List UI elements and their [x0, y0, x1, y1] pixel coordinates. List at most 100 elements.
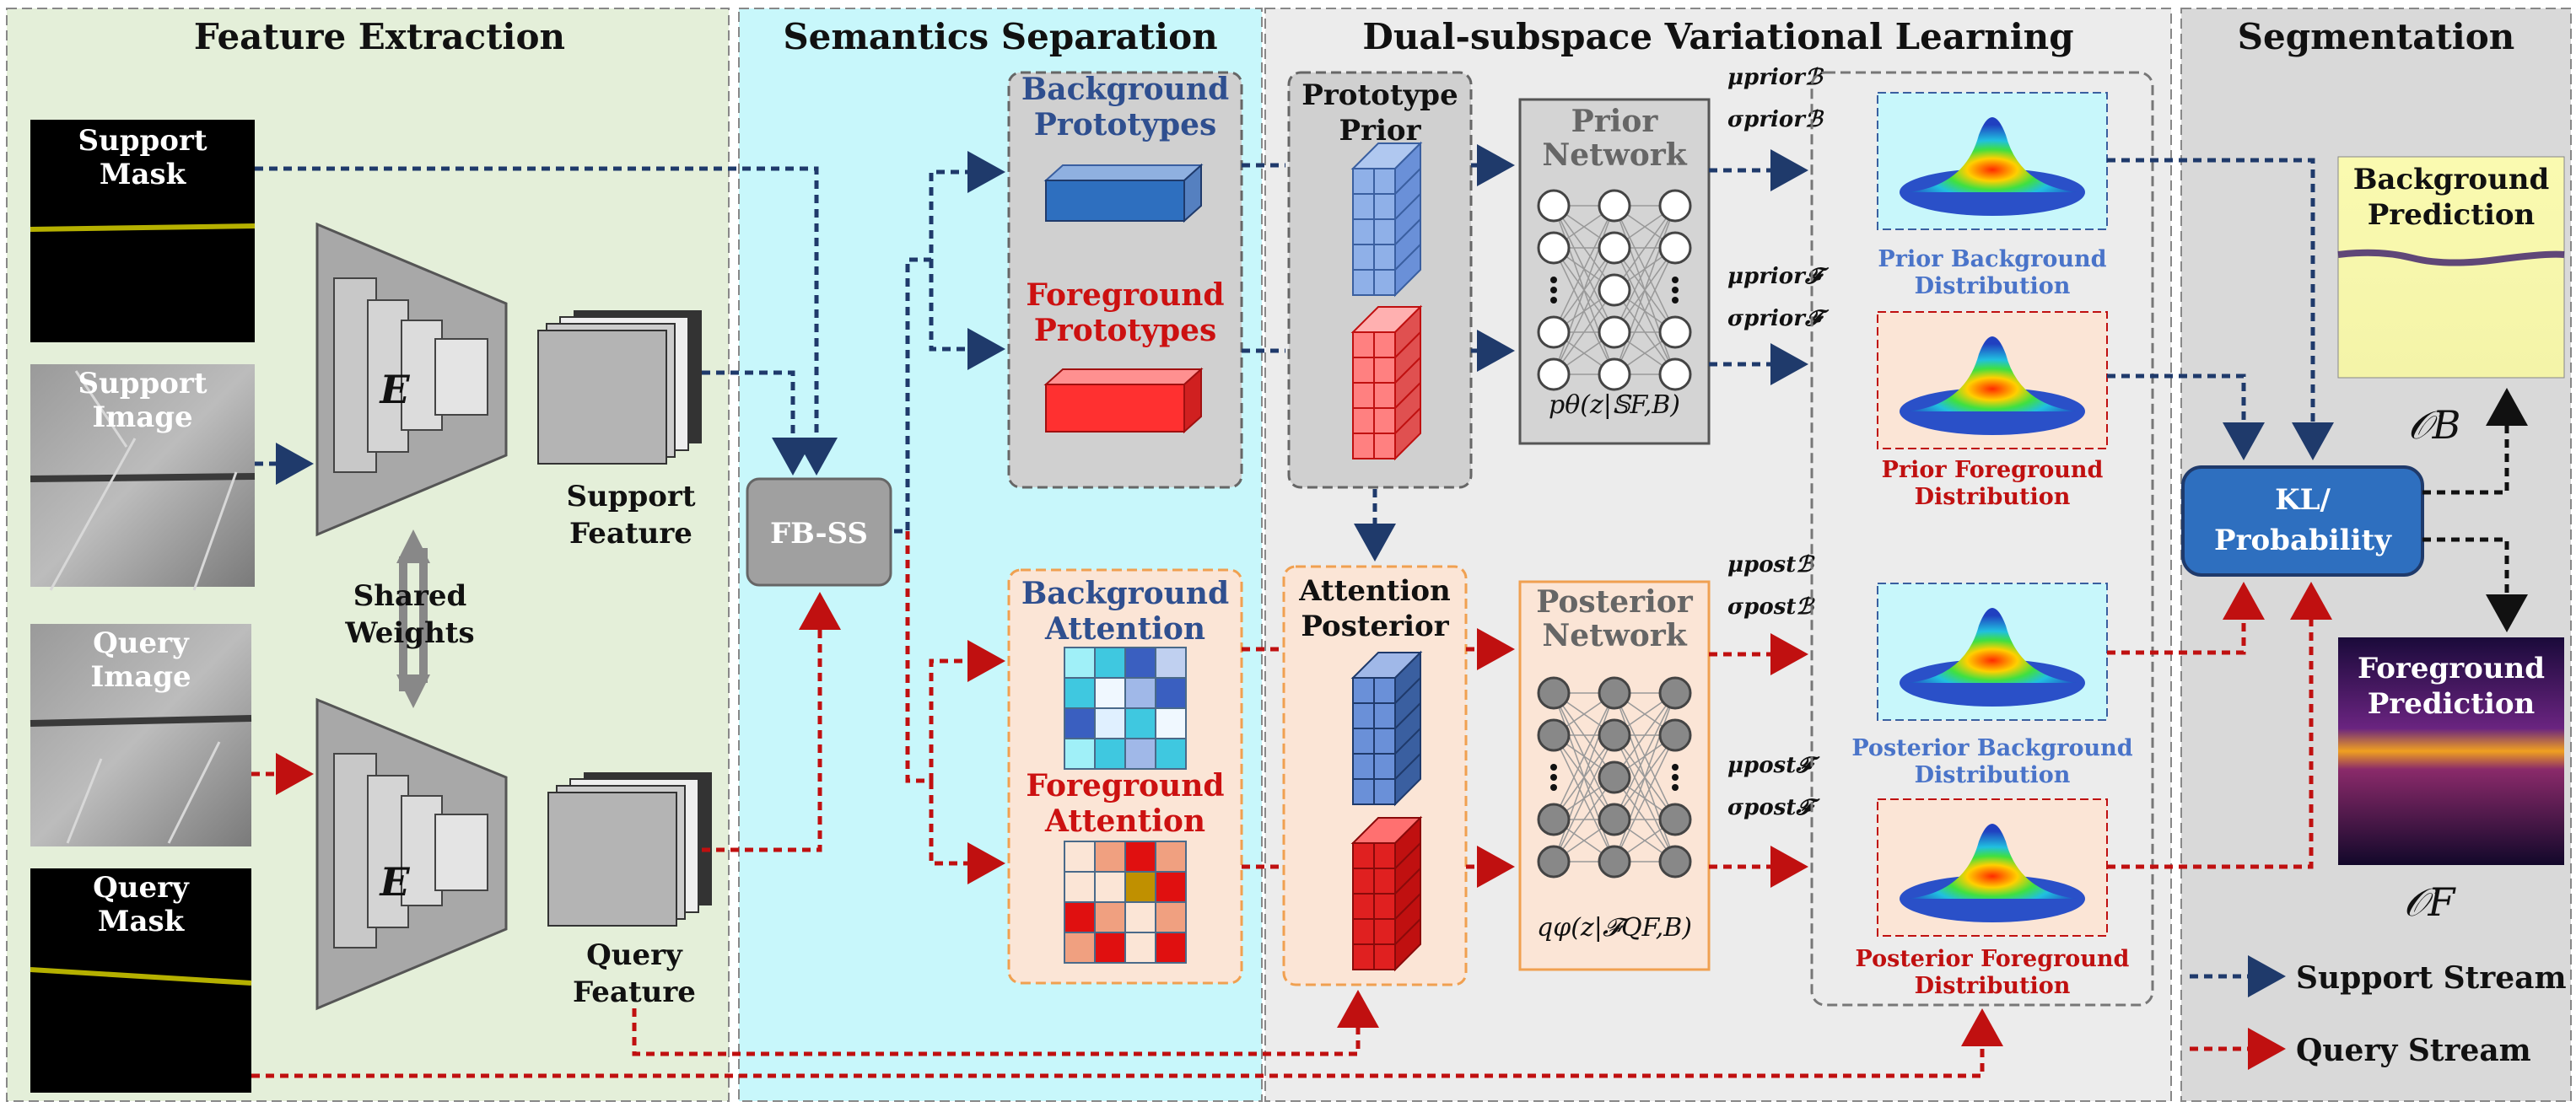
- prototype-prior-label: Prior: [1339, 114, 1422, 148]
- prototypes-group: Background Prototypes Foreground Prototy…: [1007, 71, 1243, 489]
- query-image-label: Query: [93, 626, 190, 660]
- posterior-network-graph: [1537, 676, 1692, 879]
- fg-pred-label: Foreground: [2358, 652, 2545, 685]
- background-prediction: Background Prediction 𝒪B: [2337, 156, 2565, 448]
- encoder-symbol: E: [378, 859, 410, 905]
- query-image-label: Image: [90, 660, 191, 694]
- encoder-symbol: E: [378, 367, 410, 412]
- support-feature-label: Support: [566, 480, 695, 513]
- network-node: [1537, 718, 1571, 752]
- prior-fg-dist-label: Prior Foreground: [1882, 457, 2104, 483]
- attention-cell: [1155, 647, 1187, 679]
- prior-bg-cube: [1350, 141, 1423, 298]
- kl-label: Probability: [2214, 524, 2392, 557]
- query-feature-label: Feature: [573, 975, 696, 1009]
- panel-title: Segmentation: [2238, 16, 2515, 57]
- fg-attention-label: Attention: [1044, 803, 1205, 839]
- support-image-label: Image: [92, 400, 192, 434]
- fg-attention-map: [1064, 841, 1187, 964]
- fg-pred-label: Prediction: [2368, 687, 2536, 721]
- attention-cell: [1094, 707, 1126, 739]
- post-bg-dist-label: Posterior Background: [1851, 735, 2132, 761]
- mu-post-f: μpost𝓕: [1727, 753, 1820, 778]
- network-node: [1598, 273, 1631, 307]
- attention-cell: [1124, 707, 1156, 739]
- mu-prior-f: μprior𝓕: [1727, 264, 1830, 289]
- attention-posterior-label: Attention: [1298, 574, 1451, 608]
- kl-probability-module: KL/ Probability: [2181, 465, 2424, 577]
- bg-prototype-block: [1043, 163, 1204, 223]
- post-bg-dist: Posterior Background Distribution: [1851, 583, 2133, 788]
- prior-bg-dist: Prior Background Distribution: [1877, 92, 2108, 299]
- network-node: [1598, 357, 1631, 391]
- attention-cell: [1094, 738, 1126, 770]
- of-symbol: 𝒪F: [2404, 879, 2457, 925]
- support-feature-block: Support Feature: [537, 310, 702, 551]
- prior-fg-dist: Prior Foreground Distribution: [1877, 311, 2108, 510]
- network-node: [1537, 357, 1571, 391]
- query-mask-label: Query: [93, 871, 190, 905]
- bg-pred-label: Background: [2353, 163, 2550, 196]
- shared-weights: Shared Weights: [344, 529, 475, 708]
- attention-cell: [1155, 932, 1187, 964]
- query-image: Query Image: [30, 624, 252, 846]
- attention-cell: [1155, 707, 1187, 739]
- attention-cell: [1155, 677, 1187, 709]
- legend-query: Query Stream: [2296, 1033, 2531, 1068]
- prior-network-title: Network: [1542, 137, 1687, 173]
- bg-prototypes-label: Background: [1021, 72, 1229, 107]
- panel-title: Semantics Separation: [783, 16, 1217, 57]
- network-node: [1537, 315, 1571, 349]
- attention-cell: [1124, 932, 1156, 964]
- kl-label: KL/: [2275, 483, 2331, 517]
- network-node: [1658, 718, 1692, 752]
- network-node: [1537, 803, 1571, 836]
- fg-prototypes-label: Foreground: [1026, 277, 1224, 313]
- posterior-network-formula: qφ(z|𝓕QF,B): [1537, 913, 1692, 943]
- mu-post-b: μpostℬ: [1727, 552, 1815, 578]
- query-feature-label: Query: [586, 938, 683, 972]
- support-mask-label: Support: [78, 124, 207, 158]
- query-mask-label: Mask: [98, 905, 186, 938]
- support-mask-image: Support Mask: [30, 120, 256, 342]
- attention-cell: [1124, 738, 1156, 770]
- panel-title: Dual-subspace Variational Learning: [1362, 16, 2073, 57]
- foreground-prediction: Foreground Prediction 𝒪F: [2338, 637, 2564, 925]
- network-node: [1598, 845, 1631, 879]
- mu-prior-b: μpriorℬ: [1727, 65, 1824, 90]
- network-node: [1598, 231, 1631, 265]
- query-mask-image: Query Mask: [30, 868, 252, 1093]
- attention-cell: [1064, 707, 1096, 739]
- attention-cell: [1094, 871, 1126, 903]
- post-fg-cube: [1350, 815, 1423, 972]
- attention-cell: [1155, 841, 1187, 873]
- ob-symbol: 𝒪B: [2408, 402, 2461, 448]
- prior-bg-dist-label: Prior Background: [1878, 246, 2106, 272]
- support-image: Support Image: [30, 364, 256, 591]
- support-feature-label: Feature: [569, 517, 693, 551]
- support-image-label: Support: [78, 367, 207, 400]
- attention-cell: [1064, 841, 1096, 873]
- attention-cell: [1064, 647, 1096, 679]
- attention-cell: [1155, 738, 1187, 770]
- legend: Support Stream Query Stream: [2190, 955, 2567, 1070]
- sigma-prior-b: σpriorℬ: [1727, 107, 1824, 132]
- prior-fg-dist-label: Distribution: [1915, 484, 2071, 510]
- legend-support: Support Stream: [2296, 960, 2567, 996]
- attention-cell: [1124, 901, 1156, 933]
- post-fg-dist-label: Posterior Foreground: [1856, 946, 2130, 972]
- fg-attention-label: Foreground: [1026, 768, 1224, 803]
- network-node: [1537, 231, 1571, 265]
- fg-prototype-block: [1043, 367, 1204, 434]
- network-node: [1537, 676, 1571, 710]
- prior-network-graph: [1537, 189, 1692, 391]
- network-node: [1598, 676, 1631, 710]
- network-node: [1537, 845, 1571, 879]
- attention-cell: [1094, 932, 1126, 964]
- attention-cell: [1124, 871, 1156, 903]
- attention-cell: [1094, 677, 1126, 709]
- bg-attention-label: Background: [1021, 576, 1229, 611]
- posterior-network-title: Posterior: [1536, 584, 1694, 620]
- attention-cell: [1064, 738, 1096, 770]
